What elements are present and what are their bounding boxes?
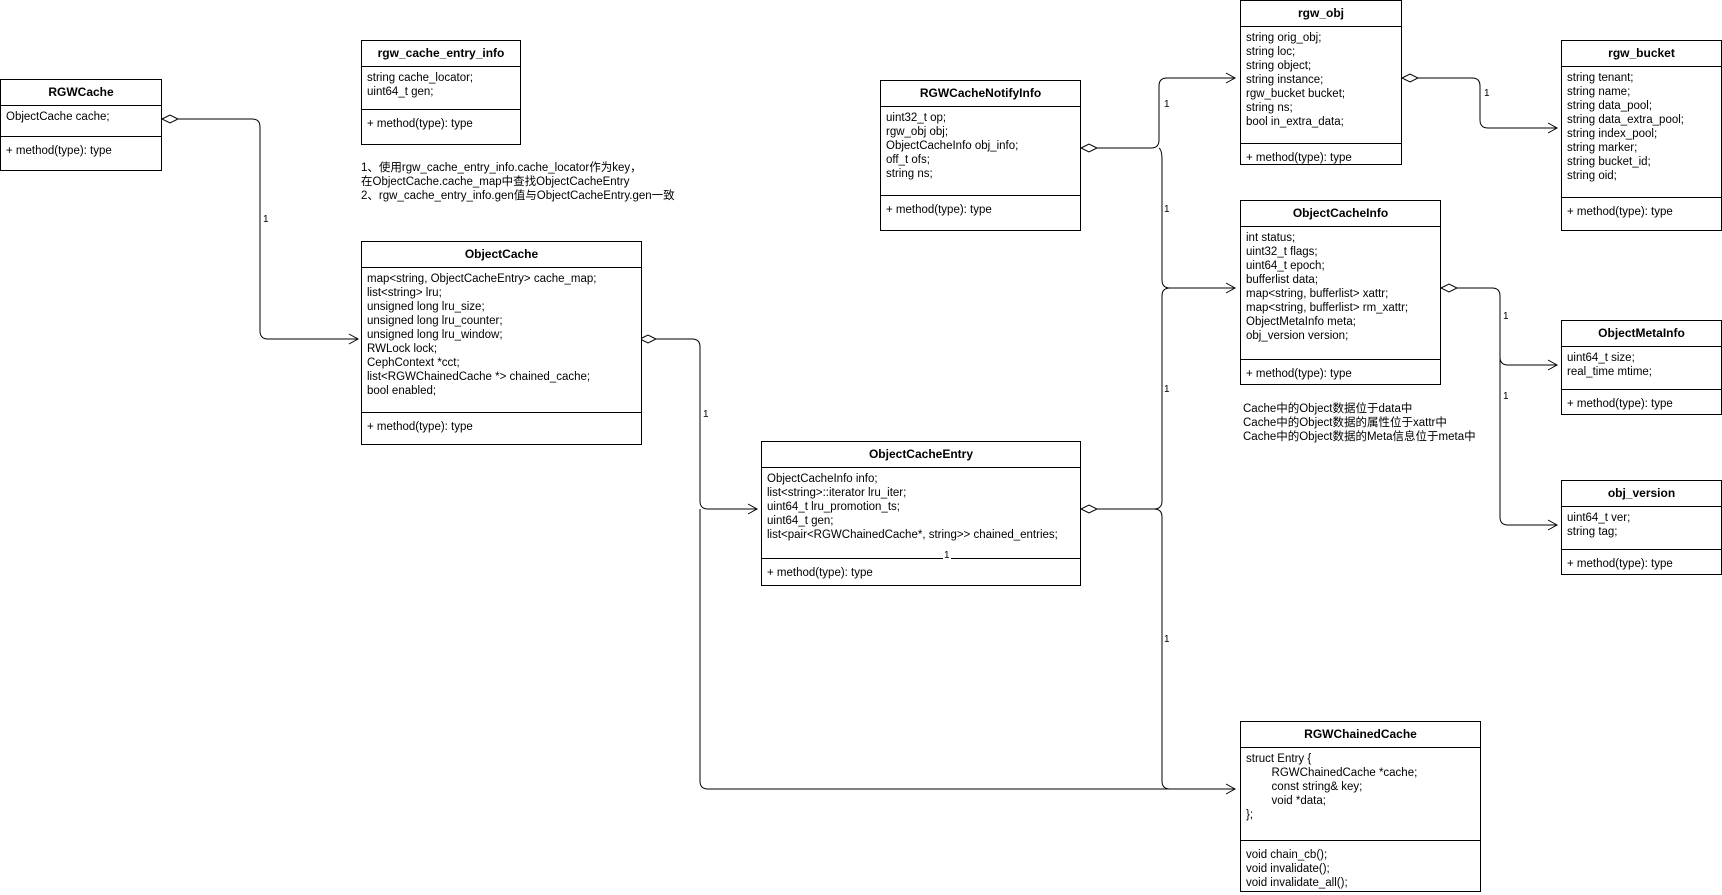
class-rgw-bucket[interactable]: rgw_bucket string tenant; string name; s… bbox=[1561, 40, 1722, 231]
multiplicity-label: 1 bbox=[1503, 311, 1509, 322]
arrowhead bbox=[1547, 359, 1559, 371]
class-attributes: struct Entry { RGWChainedCache *cache; c… bbox=[1241, 748, 1480, 841]
class-name: ObjectCache bbox=[362, 242, 641, 268]
class-objectcache[interactable]: ObjectCache map<string, ObjectCacheEntry… bbox=[361, 241, 642, 445]
aggregation-diamond bbox=[1079, 143, 1099, 153]
aggregation-diamond bbox=[638, 334, 658, 344]
arrowhead bbox=[1225, 783, 1237, 795]
connector-objectcache-chained bbox=[699, 509, 1235, 790]
class-rgw-cache-entry-info[interactable]: rgw_cache_entry_info string cache_locato… bbox=[361, 40, 521, 145]
class-rgwcache[interactable]: RGWCache ObjectCache cache; + method(typ… bbox=[0, 79, 162, 171]
class-rgw-obj[interactable]: rgw_obj string orig_obj; string loc; str… bbox=[1240, 0, 1402, 165]
class-methods: + method(type): type bbox=[1567, 558, 1673, 570]
class-obj-version[interactable]: obj_version uint64_t ver; string tag; + … bbox=[1561, 480, 1722, 575]
arrowhead bbox=[1547, 519, 1559, 531]
connector-info-version bbox=[1499, 357, 1557, 526]
class-objectmetainfo[interactable]: ObjectMetaInfo uint64_t size; real_time … bbox=[1561, 320, 1722, 415]
class-attributes: string orig_obj; string loc; string obje… bbox=[1241, 27, 1401, 144]
multiplicity-label: 1 bbox=[1164, 634, 1170, 645]
class-name: RGWCache bbox=[1, 80, 161, 106]
connector-notify-rgwobj bbox=[1097, 77, 1235, 149]
class-methods: + method(type): type bbox=[1246, 368, 1352, 380]
multiplicity-label: 1 bbox=[1164, 204, 1170, 215]
multiplicity-label: 1 bbox=[943, 550, 951, 561]
connector-entry-info bbox=[1097, 287, 1171, 510]
arrowhead bbox=[1225, 72, 1237, 84]
connector-notify-info bbox=[1158, 147, 1235, 289]
class-name: rgw_bucket bbox=[1562, 41, 1721, 67]
cache-entry-info-note: 1、使用rgw_cache_entry_info.cache_locator作为… bbox=[361, 162, 675, 202]
aggregation-diamond bbox=[160, 114, 180, 124]
class-attributes: uint64_t size; real_time mtime; bbox=[1562, 347, 1721, 390]
class-methods: + method(type): type bbox=[1567, 398, 1673, 410]
multiplicity-label: 1 bbox=[1484, 88, 1490, 99]
class-attributes: string cache_locator; uint64_t gen; bbox=[362, 67, 520, 110]
class-methods: + method(type): type bbox=[367, 421, 473, 433]
class-methods: + method(type): type bbox=[1246, 152, 1352, 164]
class-attributes: ObjectCache cache; bbox=[1, 106, 161, 137]
class-name: RGWCacheNotifyInfo bbox=[881, 81, 1080, 107]
multiplicity-label: 1 bbox=[1164, 99, 1170, 110]
aggregation-diamond bbox=[1439, 283, 1459, 293]
object-cache-info-note: Cache中的Object数据位于data中 Cache中的Object数据的属… bbox=[1243, 403, 1476, 443]
class-methods: + method(type): type bbox=[367, 118, 473, 130]
class-objectcacheinfo[interactable]: ObjectCacheInfo int status; uint32_t fla… bbox=[1240, 200, 1441, 385]
class-name: rgw_cache_entry_info bbox=[362, 41, 520, 67]
connector-objectcache-entry bbox=[654, 338, 757, 510]
arrowhead bbox=[1225, 282, 1237, 294]
class-attributes: ObjectCacheInfo info; list<string>::iter… bbox=[762, 468, 1080, 559]
class-rgwchainedcache[interactable]: RGWChainedCache struct Entry { RGWChaine… bbox=[1240, 721, 1481, 892]
class-methods: + method(type): type bbox=[886, 204, 992, 216]
class-attributes: map<string, ObjectCacheEntry> cache_map;… bbox=[362, 268, 641, 413]
class-attributes: uint32_t op; rgw_obj obj; ObjectCacheInf… bbox=[881, 107, 1080, 196]
class-methods: + method(type): type bbox=[6, 145, 112, 157]
aggregation-diamond bbox=[1079, 504, 1099, 514]
class-name: ObjectCacheEntry bbox=[762, 442, 1080, 468]
class-rgwcachenotifyinfo[interactable]: RGWCacheNotifyInfo uint32_t op; rgw_obj … bbox=[880, 80, 1081, 231]
class-attributes: string tenant; string name; string data_… bbox=[1562, 67, 1721, 198]
connector-rgwobj-bucket bbox=[1418, 77, 1557, 129]
class-name: RGWChainedCache bbox=[1241, 722, 1480, 748]
arrowhead bbox=[348, 333, 360, 345]
class-name: rgw_obj bbox=[1241, 1, 1401, 27]
class-methods: + method(type): type bbox=[767, 567, 873, 579]
connector-entry-chained bbox=[1153, 508, 1171, 790]
arrowhead bbox=[747, 503, 759, 515]
class-methods: + method(type): type bbox=[1567, 206, 1673, 218]
connector-info-meta bbox=[1457, 287, 1557, 366]
class-attributes: uint64_t ver; string tag; bbox=[1562, 507, 1721, 550]
multiplicity-label: 1 bbox=[1164, 384, 1170, 395]
connector-rgwcache-objectcache bbox=[162, 118, 358, 340]
class-name: ObjectMetaInfo bbox=[1562, 321, 1721, 347]
multiplicity-label: 1 bbox=[263, 214, 269, 225]
class-attributes: int status; uint32_t flags; uint64_t epo… bbox=[1241, 227, 1440, 360]
class-name: ObjectCacheInfo bbox=[1241, 201, 1440, 227]
aggregation-diamond bbox=[1400, 73, 1420, 83]
multiplicity-label: 1 bbox=[1503, 391, 1509, 402]
class-objectcacheentry[interactable]: ObjectCacheEntry ObjectCacheInfo info; l… bbox=[761, 441, 1081, 586]
class-methods: void chain_cb(); void invalidate(); void… bbox=[1246, 849, 1348, 889]
multiplicity-label: 1 bbox=[703, 409, 709, 420]
class-name: obj_version bbox=[1562, 481, 1721, 507]
arrowhead bbox=[1547, 122, 1559, 134]
